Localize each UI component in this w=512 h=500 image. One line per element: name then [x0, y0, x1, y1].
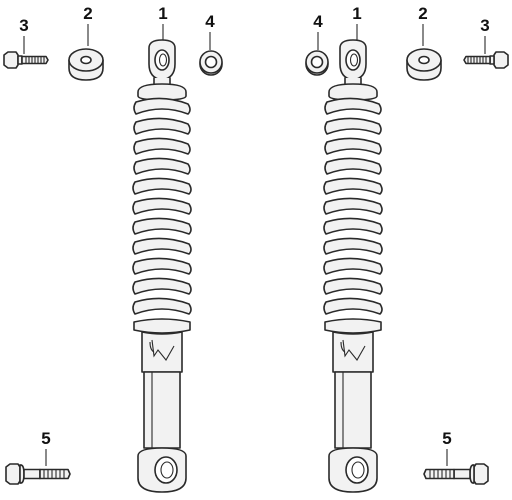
short-bolt-right — [463, 51, 509, 69]
shock-absorber-right — [323, 39, 383, 493]
callout-right-4: 4 — [313, 12, 323, 31]
callout-left-1: 1 — [158, 4, 167, 23]
callout-left-3: 3 — [19, 16, 28, 35]
callout-right-5: 5 — [442, 429, 451, 448]
long-bolt-right — [423, 463, 489, 485]
callout-left-5: 5 — [41, 429, 50, 448]
shock-absorber-left — [132, 39, 192, 493]
thin-washer-right — [305, 50, 329, 76]
long-bolt-left — [5, 463, 71, 485]
thick-washer-left — [68, 48, 104, 81]
short-bolt-left — [3, 51, 49, 69]
right-assembly: 4 1 2 3 5 — [305, 4, 509, 493]
callout-left-2: 2 — [83, 4, 92, 23]
thick-washer-right — [406, 48, 442, 81]
thin-washer-left — [199, 50, 223, 76]
callout-right-2: 2 — [418, 4, 427, 23]
callout-right-3: 3 — [480, 16, 489, 35]
callout-right-1: 1 — [352, 4, 361, 23]
callout-left-4: 4 — [205, 12, 215, 31]
left-assembly: 3 2 1 4 5 — [3, 4, 223, 493]
